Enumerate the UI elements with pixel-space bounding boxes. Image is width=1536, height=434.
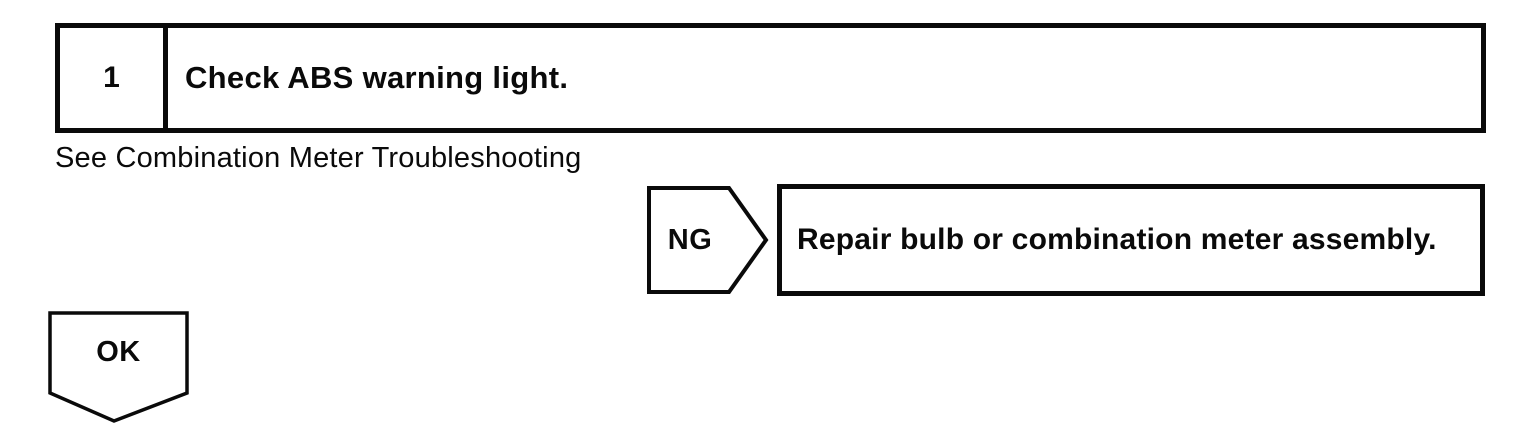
step-header-box: 1 Check ABS warning light. <box>55 23 1486 133</box>
ng-connector: NG <box>647 185 769 295</box>
reference-note: See Combination Meter Troubleshooting <box>55 142 582 174</box>
step-title-cell: Check ABS warning light. <box>168 28 1481 128</box>
ok-connector: OK <box>48 311 189 423</box>
ng-label: NG <box>667 223 713 256</box>
ok-pentagon-shape <box>48 311 189 423</box>
ng-action-text: Repair bulb or combination meter assembl… <box>797 223 1437 256</box>
step-number: 1 <box>103 61 120 94</box>
ng-pentagon-shape <box>647 186 769 294</box>
ok-label: OK <box>96 336 141 368</box>
step-title: Check ABS warning light. <box>185 60 569 95</box>
ok-pentagon-icon <box>48 311 189 423</box>
step-number-cell: 1 <box>60 28 168 128</box>
ng-pentagon-icon <box>647 186 769 294</box>
ng-action-box: Repair bulb or combination meter assembl… <box>777 184 1485 296</box>
